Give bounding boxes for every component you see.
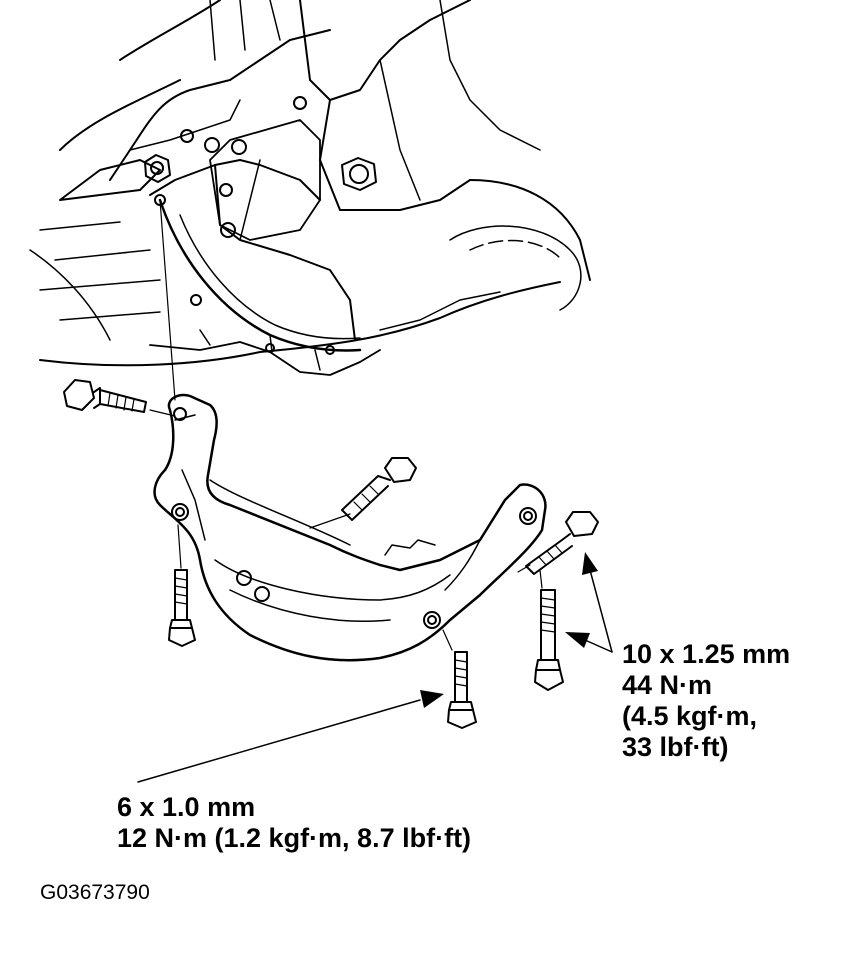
bolt-lower-right	[535, 590, 563, 690]
hex-nut-top	[342, 158, 376, 190]
small-bolt-torque-callout: 6 x 1.0 mm 12 N·m (1.2 kgf·m, 8.7 lbf·ft…	[117, 792, 471, 854]
large-bolt-torque-lbf: 33 lbf·ft)	[622, 732, 729, 762]
small-bolt-torque: 12 N·m (1.2 kgf·m, 8.7 lbf·ft)	[117, 823, 472, 853]
large-bolt-torque-nm: 44 N·m	[622, 670, 713, 700]
leader-arrows	[138, 552, 612, 782]
small-bolt-size: 6 x 1.0 mm	[117, 792, 256, 822]
large-bolt-size: 10 x 1.25 mm	[622, 639, 791, 669]
bolt-upper-left	[64, 380, 146, 412]
bolt-lower-left	[169, 570, 195, 646]
bolt-center	[342, 458, 416, 520]
transmission-housing	[30, 0, 590, 375]
hex-nut-left	[145, 155, 170, 205]
bolt-lower-center	[448, 652, 476, 728]
bracket	[155, 395, 546, 660]
bolt-upper-right	[526, 512, 598, 574]
figure-id: G03673790	[40, 881, 150, 904]
large-bolt-torque-kgf: (4.5 kgf·m,	[622, 701, 758, 731]
large-bolt-torque-callout: 10 x 1.25 mm 44 N·m (4.5 kgf·m, 33 lbf·f…	[622, 639, 790, 763]
